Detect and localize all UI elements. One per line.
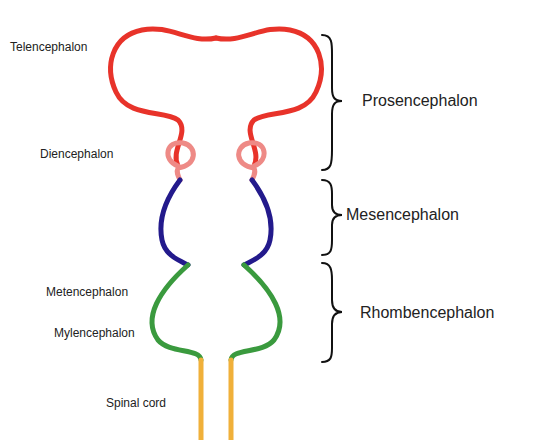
- vesicle-label: Rhombencephalon: [360, 304, 494, 322]
- region-label: Metencephalon: [46, 286, 128, 299]
- region-label: Diencephalon: [40, 148, 113, 161]
- curly-brace: [322, 180, 342, 255]
- vesicle-label: Mesencephalon: [346, 206, 459, 224]
- telencephalon-wall: [216, 29, 321, 166]
- spinal-cord-wall: [229, 360, 234, 440]
- rhombencephalon-wall: [231, 265, 280, 360]
- telencephalon-wall: [111, 29, 216, 166]
- mesencephalon-wall: [244, 180, 271, 265]
- tube-half: [111, 29, 216, 440]
- diencephalon-wall: [239, 143, 264, 180]
- curly-brace: [322, 263, 342, 362]
- region-label: Spinal cord: [106, 397, 166, 410]
- region-label: Mylencephalon: [54, 327, 135, 340]
- rhombencephalon-wall: [152, 265, 201, 360]
- mesencephalon-wall: [161, 180, 188, 265]
- spinal-cord-wall: [199, 360, 204, 440]
- region-label: Telencephalon: [10, 41, 87, 54]
- diencephalon-wall: [168, 143, 193, 180]
- tube-half-mirror: [216, 29, 321, 440]
- curly-brace: [322, 35, 342, 170]
- vesicle-label: Prosencephalon: [362, 92, 478, 110]
